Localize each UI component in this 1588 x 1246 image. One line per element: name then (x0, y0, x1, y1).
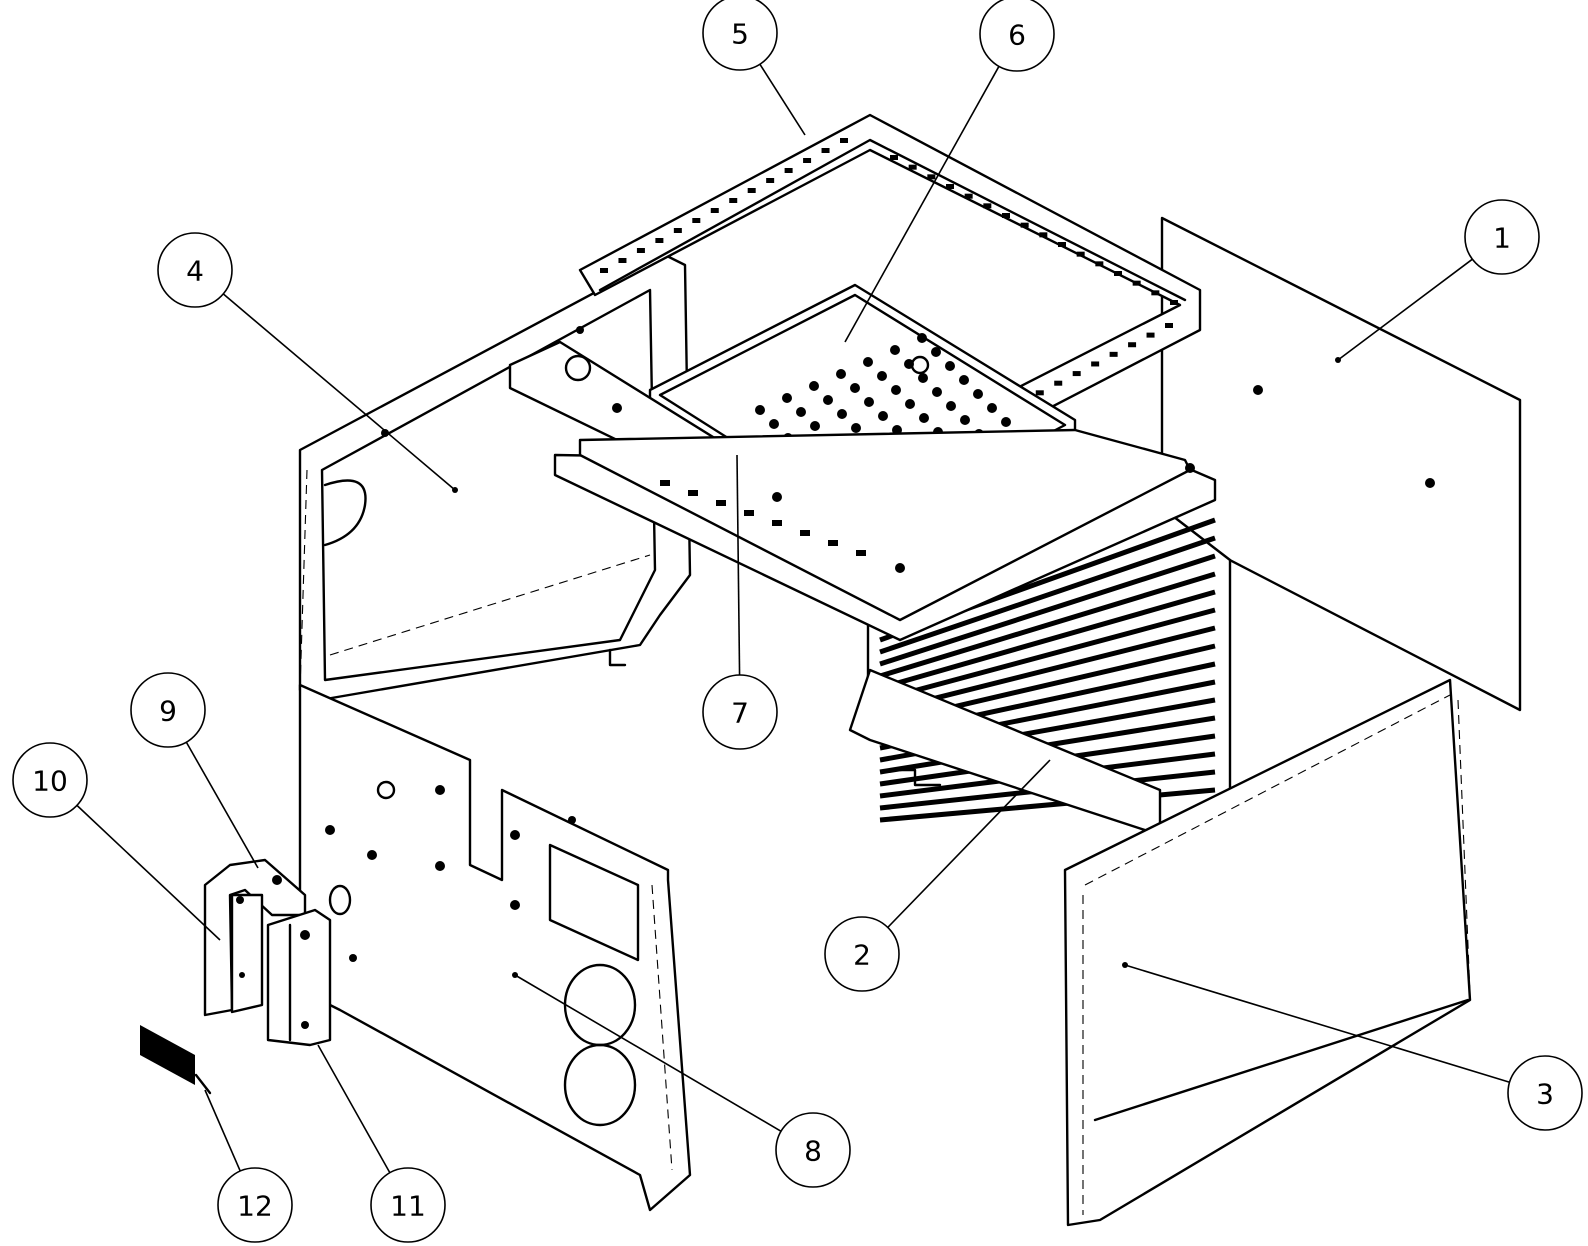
callout-5: 5 (702, 0, 778, 71)
callout-circle-1 (1464, 199, 1540, 275)
callout-label-12: 12 (237, 1190, 273, 1223)
callout-label-9: 9 (159, 695, 177, 728)
callout-circle-3 (1507, 1055, 1583, 1131)
leader-line-12 (204, 1089, 241, 1172)
callout-2: 2 (824, 916, 900, 992)
callout-circle-4 (157, 232, 233, 308)
callout-12: 12 (217, 1167, 293, 1243)
part-12-terminal (140, 1025, 212, 1095)
callout-label-4: 4 (186, 255, 204, 288)
leader-line-2 (887, 759, 1051, 928)
callout-label-2: 2 (853, 939, 871, 972)
leader-line-10 (76, 804, 221, 941)
callout-circle-2 (824, 916, 900, 992)
leader-line-5 (759, 63, 806, 136)
leader-line-9 (185, 741, 259, 869)
callout-circle-6 (979, 0, 1055, 72)
part-2-rear-louvered-panel (848, 508, 1232, 837)
callout-circle-11 (370, 1167, 446, 1243)
leader-line-1 (1337, 258, 1473, 361)
callout-9: 9 (130, 672, 206, 748)
callout-4: 4 (157, 232, 233, 308)
callout-label-3: 3 (1536, 1078, 1554, 1111)
callout-label-7: 7 (731, 697, 749, 730)
part-9-10-11-bracket (203, 858, 332, 1047)
callout-circle-5 (702, 0, 778, 71)
callout-label-11: 11 (390, 1190, 426, 1223)
callout-8: 8 (775, 1112, 851, 1188)
part-8-control-panel (298, 683, 692, 1212)
callout-label-1: 1 (1493, 222, 1511, 255)
callout-7: 7 (702, 674, 778, 750)
callout-11: 11 (370, 1167, 446, 1243)
callout-circle-12 (217, 1167, 293, 1243)
callout-label-8: 8 (804, 1135, 822, 1168)
callout-circle-10 (12, 742, 88, 818)
callout-circle-8 (775, 1112, 851, 1188)
callout-10: 10 (12, 742, 88, 818)
part-7-cross-brace (508, 340, 1217, 642)
leader-line-8 (514, 974, 782, 1132)
part-1-side-panel (1160, 216, 1522, 712)
leader-line-6 (844, 65, 1000, 343)
callout-circle-9 (130, 672, 206, 748)
leader-line-3 (1124, 964, 1510, 1083)
leader-line-11 (317, 1044, 391, 1174)
callout-3: 3 (1507, 1055, 1583, 1131)
leader-line-7 (736, 454, 741, 676)
callout-label-5: 5 (731, 18, 749, 51)
part-3-front-panel (1063, 678, 1472, 1227)
callout-label-6: 6 (1008, 19, 1026, 52)
callout-label-10: 10 (32, 765, 68, 798)
callout-6: 6 (979, 0, 1055, 72)
callout-1: 1 (1464, 199, 1540, 275)
leader-line-4 (222, 293, 456, 491)
callout-circle-7 (702, 674, 778, 750)
